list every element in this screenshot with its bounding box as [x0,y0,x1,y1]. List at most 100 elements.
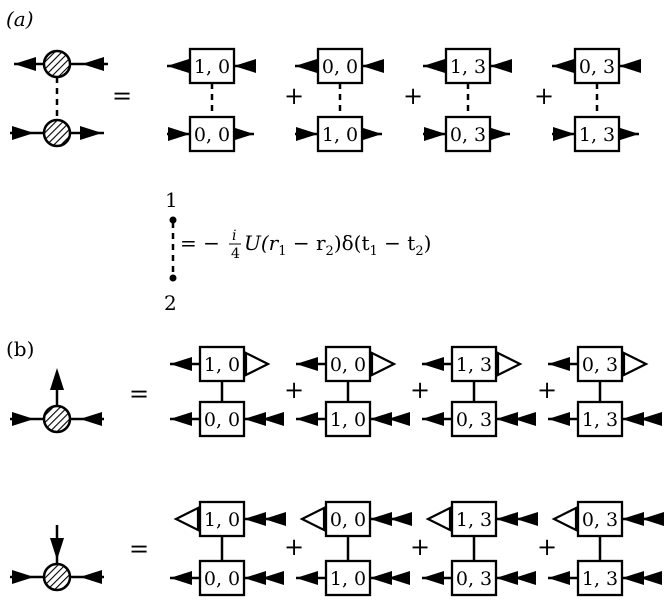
bottom-propagator-label: 0, 3 [450,124,486,146]
section-label-b: (b) [6,337,34,361]
plus-sign: + [284,82,304,110]
formula-body-u: U(r [244,231,280,255]
arrow-left-icon [642,512,664,526]
top-propagator-box [450,500,498,538]
hollow-triangle-icon [425,506,452,532]
arrow-right-icon [296,127,318,141]
bottom-propagator-box [198,559,246,597]
plus-sign: + [534,82,554,110]
section-label-a: (a) [6,7,34,31]
top-propagator-label: 0, 0 [330,354,366,376]
arrow-right-icon [424,127,446,141]
top-propagator-label: 1, 3 [456,354,492,376]
vertex-label-2: 2 [164,291,177,315]
arrow-left-icon [388,412,410,426]
bottom-propagator-label: 0, 0 [204,568,240,590]
arrow-left-icon [170,357,192,371]
top-propagator-label: 1, 3 [450,56,486,78]
arrow-left-icon [496,512,518,526]
equals-sign: = [129,380,149,408]
bottom-propagator-label: 0, 0 [194,124,230,146]
arrow-left-icon [244,512,266,526]
arrow-left-icon [296,412,318,426]
section-a-lhs-diagram [10,49,108,148]
hollow-triangle-icon [370,351,397,377]
hatched-vertex-icon [42,562,72,592]
section-b-up-terms-term: 1, 30, 3 [422,345,536,438]
arrow-left-icon [296,571,318,585]
top-propagator-label: 1, 3 [456,509,492,531]
hollow-triangle-icon [244,351,271,377]
bottom-propagator-label: 0, 0 [204,409,240,431]
equals-sign: = [112,82,132,110]
formula-sub: 2 [326,244,334,259]
vertex-dot-icon [169,216,177,224]
arrow-left-icon [362,59,384,73]
arrow-left-icon [496,412,518,426]
arrow-left-icon [370,512,392,526]
arrow-left-icon [548,412,570,426]
formula-end: ) [424,231,432,255]
arrow-in-icon [82,57,104,71]
formula-sub: 1 [278,244,286,259]
formula-body: U(r1 − r2)δ(t1 − t2) [244,231,431,259]
arrow-left-icon [514,412,536,426]
hatched-vertex-icon [42,404,72,434]
plus-sign: + [537,533,557,561]
top-propagator-box [316,47,364,85]
plus-sign: + [403,82,423,110]
arrow-left-icon [262,412,284,426]
arrow-in-icon [14,57,36,71]
formula-minus: − r [287,231,326,255]
section-a-terms: 1, 00, 00, 01, 01, 30, 30, 31, 3+++ [167,47,641,153]
arrow-left-icon [170,571,192,585]
arrow-left-icon [496,571,518,585]
arrow-left-icon [264,512,286,526]
top-propagator-box [573,47,621,85]
formula-prefix: = − [180,231,220,255]
plus-sign: + [410,376,430,404]
arrow-out-icon [12,126,34,140]
interaction-formula: = − i 4 U(r1 − r2)δ(t1 − t2) [180,228,431,262]
arrow-left-icon [370,412,392,426]
arrow-out-icon [12,570,34,584]
arrow-left-icon [548,357,570,371]
interaction-definition: 1 2 = − i 4 U(r1 − r2)δ(t1 − t2) [164,188,431,315]
arrow-left-icon [552,59,574,73]
section-b-down-terms-term: 1, 0 0, 0 [170,500,286,597]
section-a-term: 1, 0 0, 0 [167,47,256,153]
arrow-left-icon [622,512,644,526]
bottom-propagator-label: 1, 0 [330,568,366,590]
arrow-left-icon [390,512,412,526]
top-propagator-label: 1, 0 [194,56,230,78]
bottom-propagator-label: 1, 3 [582,568,618,590]
arrow-up-icon [50,368,64,390]
section-b-down-terms-term: 0, 3 1, 3 [548,500,664,597]
hatched-vertex-icon [42,118,72,148]
section-b-up-terms-term: 1, 0 0, 0 [170,345,284,438]
hollow-triangle-icon [622,351,649,377]
arrow-right-icon [168,127,190,141]
top-propagator-label: 1, 0 [204,509,240,531]
bottom-propagator-box [450,400,498,438]
plus-sign: + [537,376,557,404]
bottom-propagator-box [444,115,492,153]
arrow-left-icon [423,59,445,73]
bottom-propagator-label: 1, 3 [579,124,615,146]
top-propagator-label: 0, 3 [582,509,618,531]
section-a-term: 0, 01, 0 [295,47,384,153]
plus-sign: + [410,533,430,561]
bottom-propagator-label: 1, 0 [330,409,366,431]
formula-frac-den: 4 [231,246,240,262]
formula-sub: 1 [370,244,378,259]
arrow-out-icon [12,412,34,426]
section-b-up-lhs [10,368,104,434]
top-propagator-label: 0, 0 [330,509,366,531]
arrow-left-icon [422,357,444,371]
arrow-left-icon [244,571,266,585]
arrow-right-icon [232,127,254,141]
arrow-left-icon [170,412,192,426]
top-propagator-label: 1, 0 [204,354,240,376]
lhs-top-vertex [14,49,108,79]
